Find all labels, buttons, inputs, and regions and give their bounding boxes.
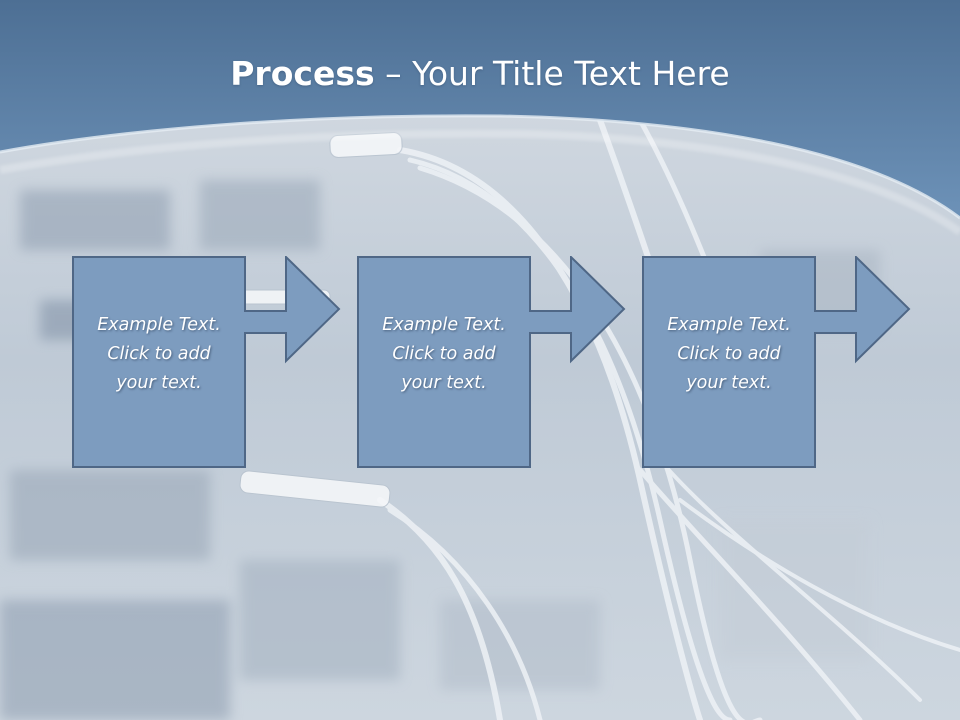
step-text[interactable]: Example Text. Click to add your text.: [382, 315, 506, 393]
step-text[interactable]: Example Text. Click to add your text.: [97, 315, 221, 393]
process-step-1[interactable]: Example Text. Click to add your text.: [72, 256, 342, 468]
step-arrow-shape: [642, 256, 911, 468]
step-arrow-shape: [357, 256, 626, 468]
process-step-2[interactable]: Example Text. Click to add your text.: [357, 256, 627, 468]
title-rest: – Your Title Text Here: [374, 54, 730, 93]
title-bold: Process: [230, 54, 375, 93]
step-text[interactable]: Example Text. Click to add your text.: [667, 315, 791, 393]
step-arrow-shape: [72, 256, 341, 468]
process-step-3[interactable]: Example Text. Click to add your text.: [642, 256, 912, 468]
slide-title[interactable]: Process – Your Title Text Here: [0, 52, 960, 96]
